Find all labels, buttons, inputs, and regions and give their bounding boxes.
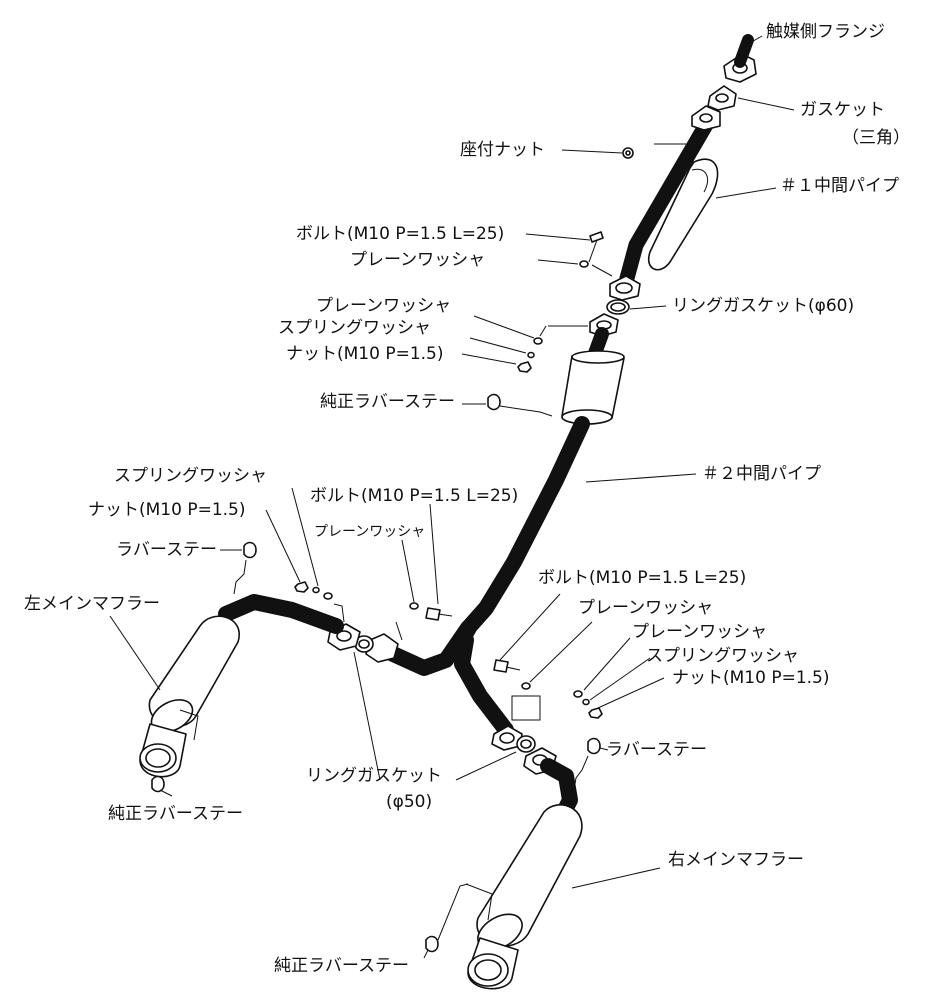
spring-washer-2-shape [527,351,535,359]
left-main-muffler-drawing [139,594,344,778]
mid-pipe-1-inner [620,112,716,288]
label-plain-washer-2: プレーンワッシャ [316,296,452,316]
label-gasket-triangle: （三角） [842,128,910,148]
label-bolt-right: ボルト(M10 P=1.5 L=25) [538,568,747,588]
rubber-stay-left-shape [243,541,257,559]
left-inlet-pipe-inner [219,595,343,633]
rubber-stay-right-bracket [573,755,589,791]
center-silencer-top [571,350,625,364]
plain-washer-2-shape [533,337,543,345]
nut-left-shape [294,581,309,593]
bolt-top-shank [588,239,598,263]
bolt-top-shape [589,231,604,243]
ring-gasket-50-left-hole [358,639,370,649]
triangle-gasket-hole [715,93,729,103]
left-branch-inner [373,621,475,675]
spring-washer-left-shape [312,586,320,594]
plain-washer-right-1-shape [521,682,531,690]
resonator-pipe [647,158,719,271]
label-ring-gasket-50: リングガスケット [306,766,442,786]
label-catalyst-flange: 触媒側フランジ [766,22,885,42]
plain-washer-center-shape [409,602,419,610]
label-rubber-stay-right: ラバーステー [606,740,707,760]
center-silencer-body [561,355,625,419]
rubber-stay-right-shape [587,737,601,755]
label-mid-pipe-1: ＃１中間パイプ [780,176,899,196]
label-plain-washer-right-1: プレーンワッシャ [578,598,714,618]
right-branch-inner [455,633,513,737]
right-tail-tip-inner [474,959,502,981]
label-spring-washer-2: スプリングワッシャ [278,318,431,338]
stock-rubber-stay-top-shape [487,393,501,411]
right-branch-flange-hole [499,732,515,744]
label-left-main-muffler: 左メインマフラー [24,594,160,614]
label-spring-washer-right: スプリングワッシャ [646,646,799,666]
bolt-right-shank [505,666,521,671]
label-plain-washer-right-2: プレーンワッシャ [632,622,768,642]
rubber-stay-top-bracket [499,405,553,417]
bolt-right-shape [493,659,509,673]
left-tail-tip-inner [145,748,171,768]
seat-nut-hole [625,150,631,156]
label-stock-rubber-stay-top: 純正ラバーステー [320,392,455,412]
label-stock-rubber-stay-bottom: 純正ラバーステー [274,956,409,976]
bolt-center-shank [437,613,453,617]
plain-washer-right-2-shape [573,690,583,698]
stock-rubber-stay-left-shape [151,775,165,793]
rubber-stay-bottom-bracket [437,883,469,941]
center-silencer [561,350,625,425]
mid-pipe-1-inlet-hole [699,113,713,123]
label-spring-washer-left: スプリングワッシャ [114,466,267,486]
label-stock-rubber-stay-left: 純正ラバーステー [108,804,243,824]
spring-washer-right-shape [582,698,590,706]
label-right-main-muffler: 右メインマフラー [668,850,804,870]
mid-pipe-1-drawing [618,110,719,290]
label-ring-gasket-50-size: (φ50) [386,792,433,812]
label-rubber-stay-left: ラバーステー [116,540,217,560]
stock-rubber-stay-bottom-shape [425,935,439,953]
label-ring-gasket-60: リングガスケット(φ60) [672,296,855,316]
label-nut-2: ナット(M10 P=1.5) [286,344,444,364]
mid-pipe-1-outlet-hole [615,282,633,294]
nut-2-shape [517,361,532,373]
label-nut-left: ナット(M10 P=1.5) [88,500,246,520]
left-muffler-bracket [179,709,199,741]
leader-lines [109,35,795,959]
nut-right-shape [588,707,603,719]
label-bolt-center: ボルト(M10 P=1.5 L=25) [310,486,519,506]
left-muffler-flange-hole [336,630,352,642]
resonator-bend [691,168,708,193]
label-nut-right: ナット(M10 P=1.5) [672,668,830,688]
bolt-center-shape [425,607,441,621]
left-branch-flange [365,633,399,663]
label-mid-pipe-2: ＃２中間パイプ [702,464,821,484]
plain-washer-top-shape [579,260,589,268]
label-seat-nut: 座付ナット [460,140,545,160]
plain-washer-left-shape [323,592,333,600]
ring-gasket-50-right-hole [520,739,532,749]
label-plain-washer-top: プレーンワッシャ [350,250,486,270]
right-main-muffler-drawing [465,758,583,990]
label-plain-washer-center: プレーンワッシャ [314,524,426,540]
label-gasket: ガスケット [800,100,885,120]
rubber-stay-left-bracket [233,559,247,595]
catalyst-pipe-stub-inner [735,35,753,67]
label-bolt-top: ボルト(M10 P=1.5 L=25) [296,224,505,244]
ring-gasket-60-hole [610,302,626,312]
right-muffler-bracket [465,883,493,921]
